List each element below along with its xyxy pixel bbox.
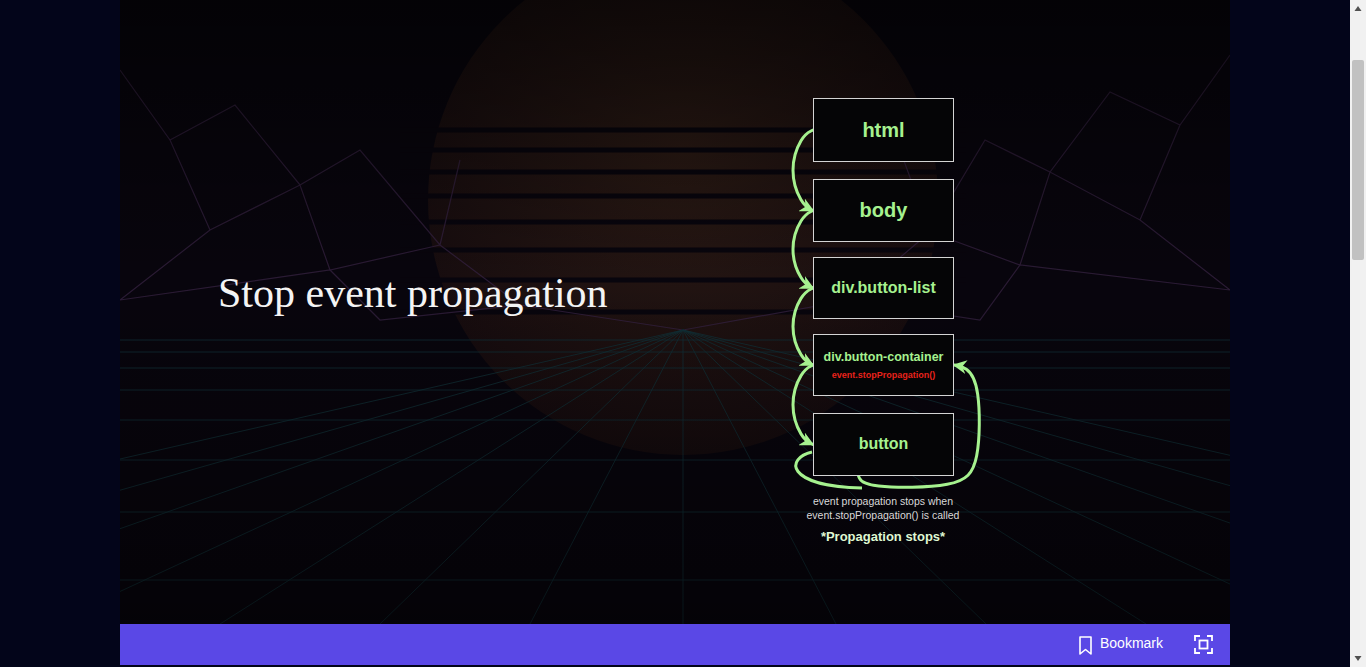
propagation-arrow bbox=[793, 365, 813, 445]
dom-element-box: html bbox=[813, 98, 954, 162]
bottom-bar bbox=[120, 624, 1230, 665]
element-name: button bbox=[859, 435, 909, 453]
vignette bbox=[120, 0, 1230, 624]
element-name: div.button-container bbox=[824, 350, 944, 364]
note-emphasis: *Propagation stops* bbox=[763, 528, 1003, 546]
dom-element-box: body bbox=[813, 179, 954, 242]
fullscreen-icon bbox=[1195, 636, 1212, 653]
scrollbar-thumb bbox=[1352, 60, 1364, 260]
propagation-arrow bbox=[793, 288, 813, 365]
bookmark-icon bbox=[1080, 637, 1091, 654]
scroll-down-arrow bbox=[1355, 656, 1362, 661]
scroll-up-arrow bbox=[1355, 6, 1362, 11]
slide-ground bbox=[120, 0, 1230, 624]
bookmark-label: Bookmark bbox=[1100, 634, 1190, 653]
slide-title: Stop event propagation bbox=[218, 268, 608, 318]
method-call: event.stopPropagation() bbox=[832, 370, 936, 380]
dom-element-box: div.button-container event.stopPropagatio… bbox=[813, 334, 954, 396]
synthwave-scene bbox=[120, 0, 1230, 624]
propagation-arrow bbox=[793, 130, 813, 211]
dom-element-box: button bbox=[813, 413, 954, 476]
propagation-arrow bbox=[793, 211, 813, 289]
dom-element-box: div.button-list bbox=[813, 257, 954, 319]
element-name: div.button-list bbox=[831, 279, 936, 297]
note-text: event propagation stops when event.stopP… bbox=[763, 494, 1003, 522]
fullscreen-icon-center bbox=[1200, 641, 1208, 649]
scrollbar-track bbox=[1350, 0, 1366, 667]
element-name: body bbox=[860, 199, 908, 222]
element-name: html bbox=[862, 119, 904, 142]
